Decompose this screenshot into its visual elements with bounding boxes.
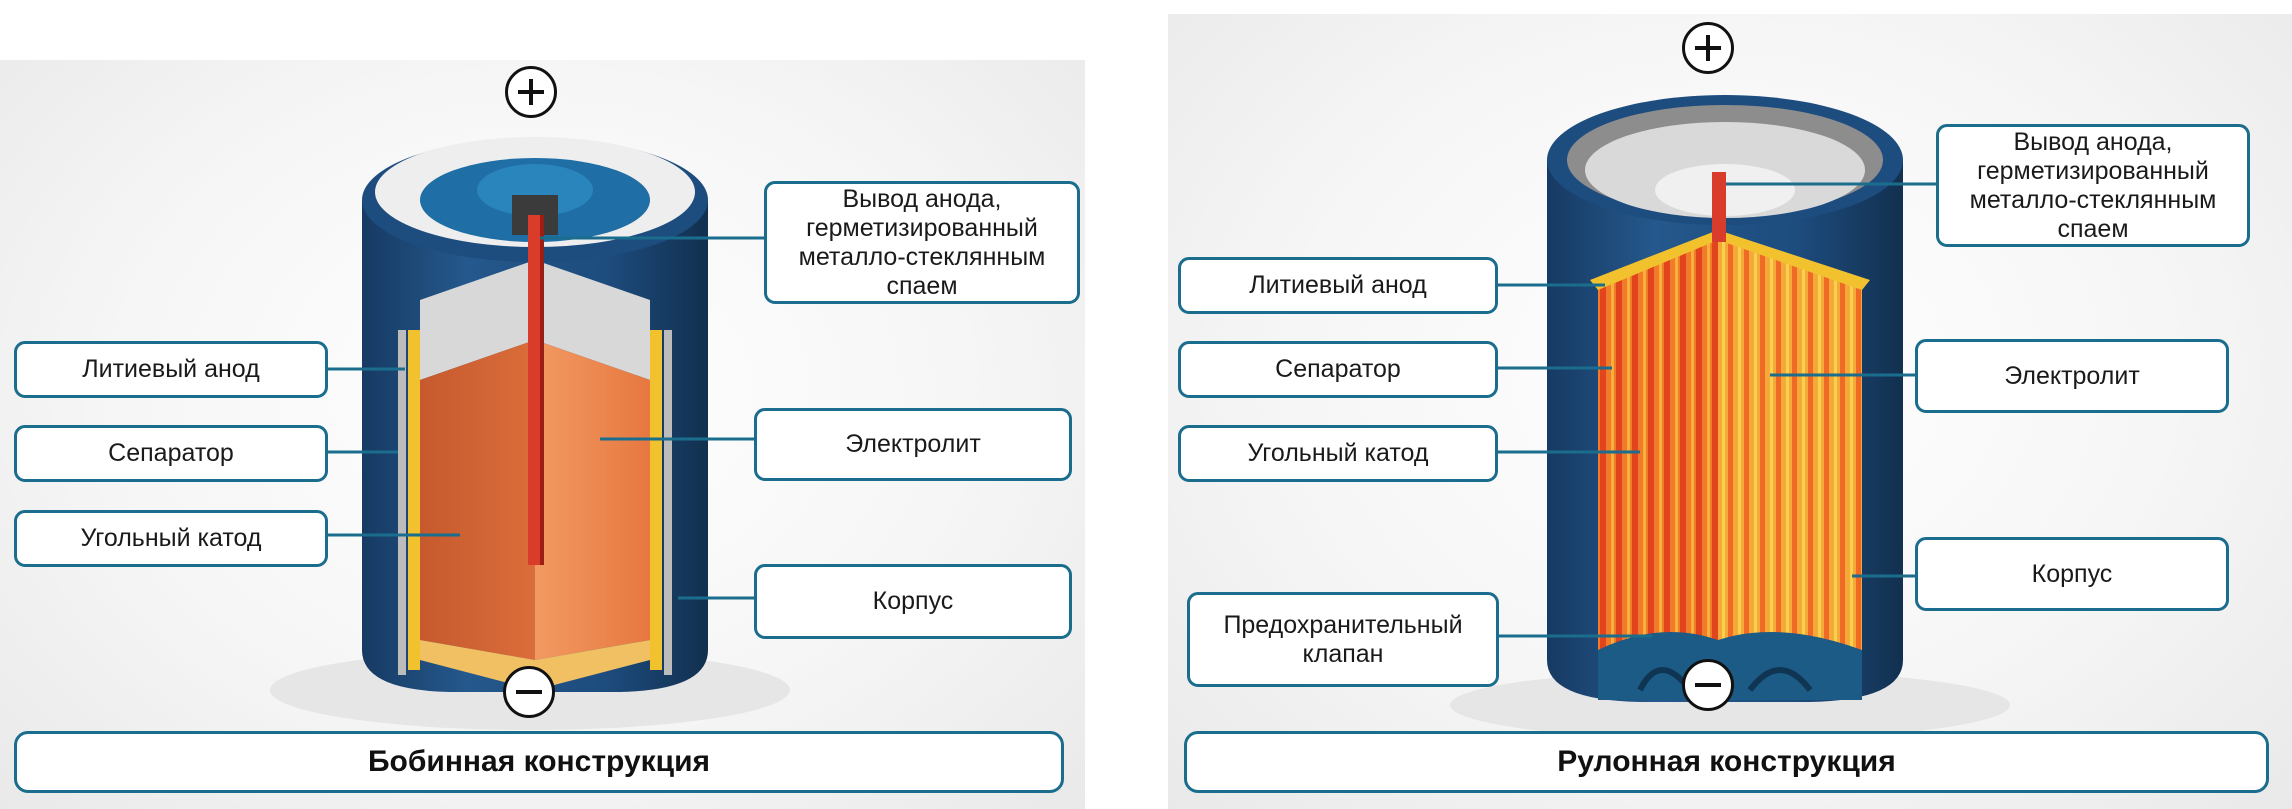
label-safety-valve: Предохранительный клапан: [1187, 592, 1499, 687]
spiral-leader-lines: [1496, 182, 1938, 638]
plus-sign-icon: [1682, 22, 1734, 74]
bobbin-separator-left: [398, 330, 406, 675]
bobbin-cathode-right: [535, 340, 650, 660]
label-anode-terminal: Вывод анода, герметизированный металло-с…: [1936, 124, 2250, 247]
spiral-anode-edge-right: [1718, 230, 1870, 290]
spiral-roll-left: [1598, 238, 1718, 650]
bobbin-cap-inner: [477, 164, 593, 216]
bobbin-title: Бобинная конструкция: [14, 731, 1064, 793]
label-separator: Сепаратор: [14, 425, 328, 482]
label-separator: Сепаратор: [1178, 341, 1498, 398]
bobbin-cell: [270, 137, 790, 730]
label-lithium-anode: Литиевый анод: [1178, 257, 1498, 314]
label-lithium-anode: Литиевый анод: [14, 341, 328, 398]
spiral-roll-right: [1718, 238, 1862, 650]
bobbin-anode-left: [408, 330, 420, 670]
minus-sign-icon: [503, 666, 555, 718]
label-anode-terminal: Вывод анода, герметизированный металло-с…: [764, 181, 1080, 304]
label-carbon-cathode: Угольный катод: [14, 510, 328, 567]
bobbin-leader-lines: [326, 236, 766, 600]
bobbin-anode-right: [650, 330, 662, 670]
spiral-terminal-rod: [1712, 172, 1726, 242]
bobbin-bottom: [420, 640, 650, 690]
minus-sign-icon: [1682, 659, 1734, 711]
label-electrolyte: Электролит: [1915, 339, 2229, 413]
label-electrolyte: Электролит: [754, 408, 1072, 481]
bobbin-cathode-left: [420, 340, 535, 660]
spiral-title: Рулонная конструкция: [1184, 731, 2269, 793]
bobbin-terminal-rod: [528, 215, 542, 565]
label-carbon-cathode: Угольный катод: [1178, 425, 1498, 482]
spiral-anode-edge: [1590, 230, 1718, 290]
plus-sign-icon: [505, 66, 557, 118]
bobbin-separator-right: [664, 330, 672, 675]
label-case: Корпус: [754, 564, 1072, 639]
label-case: Корпус: [1915, 537, 2229, 611]
spiral-cell: [1450, 95, 2010, 740]
bobbin-terminal-rod-shade: [540, 215, 544, 565]
spiral-bottom-valve: [1598, 632, 1862, 700]
